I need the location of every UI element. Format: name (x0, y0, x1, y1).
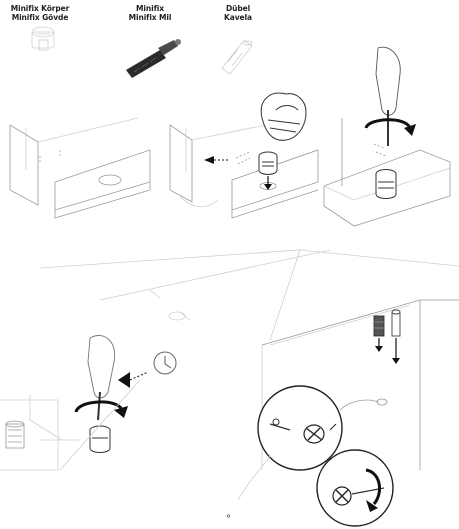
step-6-illustration (238, 310, 400, 526)
footer-mark: ° (226, 514, 231, 525)
arrow-down-icon (375, 346, 383, 352)
minifix-body-icon (32, 27, 54, 50)
arrow-pointer-icon (118, 372, 130, 388)
rotate-arrow-icon (76, 402, 128, 418)
step-2-illustration (170, 93, 318, 218)
minifix-bolt-icon (126, 39, 181, 78)
arrow-left-icon (204, 156, 214, 164)
step-5-illustration (0, 335, 176, 470)
screwdriver-icon (376, 47, 400, 146)
minifix-body-installed-icon (376, 170, 396, 199)
step-3-illustration (324, 47, 450, 226)
minifix-body-rotate-icon (90, 426, 110, 453)
step-1-illustration (10, 118, 150, 218)
dowel-vertical-icon (392, 310, 400, 336)
zoom-detail-circle-2 (317, 450, 393, 526)
hand-icon (261, 93, 306, 140)
zoom-detail-circle-1 (258, 386, 342, 470)
arrow-down-icon (392, 358, 400, 364)
minifix-bolt-detail-icon (6, 421, 24, 448)
dowel-icon (222, 40, 252, 74)
screwdriver-icon (88, 335, 115, 420)
rotate-arrow-icon (366, 120, 416, 136)
minifix-bolt-vertical-icon (374, 316, 384, 336)
